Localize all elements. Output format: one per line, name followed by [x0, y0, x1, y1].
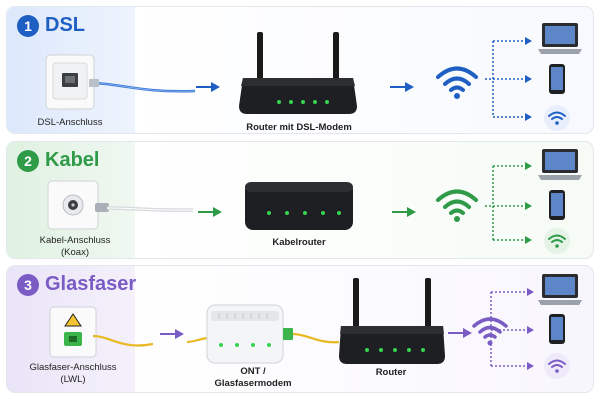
wifi-icon — [436, 189, 478, 222]
laptop-icon — [538, 23, 582, 54]
device-branch-lines — [485, 37, 532, 121]
glasfaser-socket-label-line1: Glasfaser-Anschluss — [29, 362, 117, 373]
arrow-right-icon — [448, 328, 472, 338]
arrow-right-icon — [392, 207, 416, 217]
kabel-section: 2 Kabel Kabel-Anschluss (Koax) Kabelrout… — [6, 141, 594, 259]
wifi-icon — [544, 228, 570, 254]
dsl-section: 1 DSL DSL-Anschluss Router mit DSL-Modem — [6, 6, 594, 134]
glasfaser-heading: 3 Glasfaser — [17, 273, 136, 296]
kabel-socket-label-line2: (Koax) — [61, 247, 89, 258]
wifi-icon — [544, 105, 570, 131]
section-title: DSL — [45, 14, 85, 36]
ont-modem-icon — [206, 304, 284, 364]
kabel-router-label: Kabelrouter — [272, 237, 326, 248]
cable-router-icon — [245, 182, 353, 230]
glasfaser-section: 3 Glasfaser Glasfaser-Anschluss (LWL) — [6, 265, 594, 393]
dsl-heading: 1 DSL — [17, 14, 85, 37]
glasfaser-socket-label-line2: (LWL) — [60, 374, 86, 385]
fiber-wall-socket-icon — [49, 306, 97, 358]
arrow-right-icon — [198, 207, 222, 217]
coax-cable — [95, 203, 194, 212]
dsl-router-icon — [239, 32, 357, 114]
fiber-router-label: Router — [375, 367, 407, 378]
coax-wall-socket-icon — [47, 180, 99, 230]
glasfaser-socket-label: Glasfaser-Anschluss (LWL) — [25, 362, 121, 386]
laptop-icon — [538, 149, 582, 180]
section-number-badge: 3 — [17, 273, 39, 296]
wifi-icon — [436, 66, 478, 99]
fiber-router-icon — [339, 278, 445, 364]
wifi-icon — [472, 317, 508, 346]
fiber-cable — [92, 334, 154, 347]
section-title: Glasfaser — [45, 273, 137, 295]
kabel-socket-label-line1: Kabel-Anschluss — [39, 235, 111, 246]
kabel-heading: 2 Kabel — [17, 149, 99, 172]
laptop-icon — [538, 274, 582, 305]
kabel-socket-label: Kabel-Anschluss (Koax) — [35, 235, 115, 258]
section-title: Kabel — [45, 149, 100, 171]
device-branch-lines — [490, 288, 534, 370]
ont-label: ONT / Glasfasermodem — [214, 366, 292, 389]
smartphone-icon — [549, 190, 565, 220]
dsl-wall-socket-icon — [45, 54, 95, 110]
smartphone-icon — [549, 314, 565, 344]
fiber-patch-cable — [283, 328, 340, 344]
section-number-badge: 1 — [17, 14, 39, 37]
section-number-badge: 2 — [17, 149, 39, 172]
dsl-cable — [89, 79, 196, 93]
smartphone-icon — [549, 64, 565, 94]
dsl-router-label: Router mit DSL-Modem — [246, 122, 352, 133]
wifi-icon — [544, 353, 570, 379]
device-branch-lines — [485, 162, 532, 244]
dsl-socket-label: DSL-Anschluss — [37, 117, 103, 128]
arrow-right-icon — [196, 82, 220, 92]
arrow-right-icon — [390, 82, 414, 92]
arrow-right-icon — [160, 329, 184, 339]
